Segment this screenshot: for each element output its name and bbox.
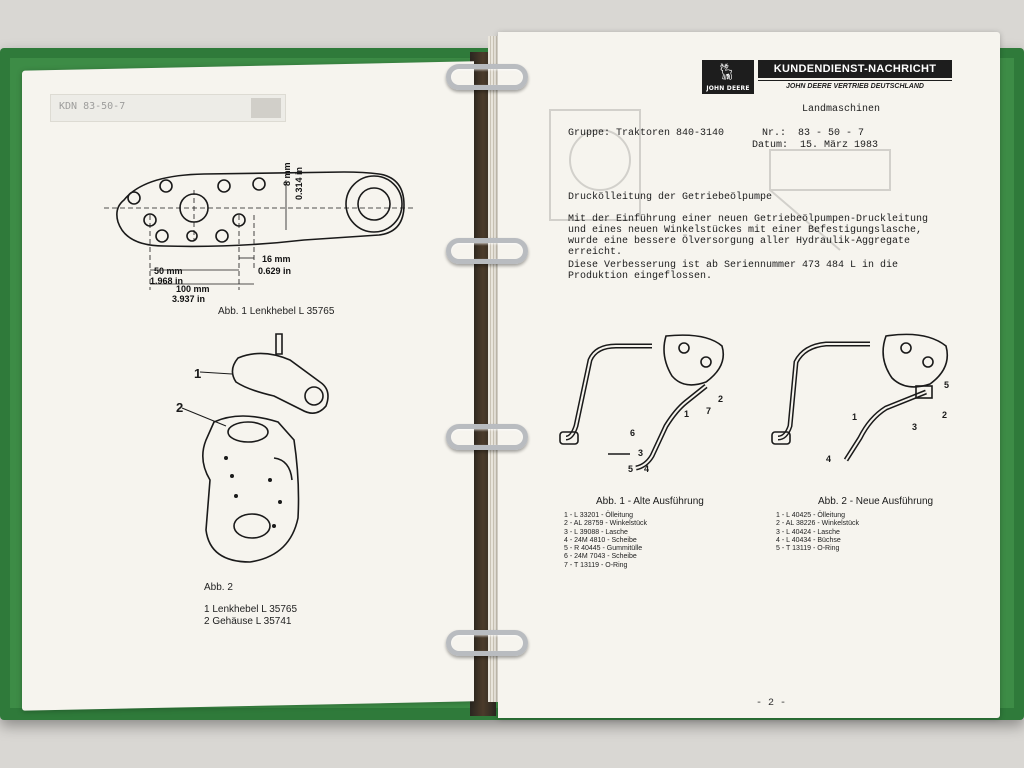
dim-50mm: 50 mm (154, 266, 183, 276)
fig1-caption-right: Abb. 1 - Alte Ausführung (596, 496, 704, 507)
binder-ring-icon (446, 238, 528, 264)
fig2-callout: 1 (852, 412, 858, 422)
fig1-callout: 4 (644, 464, 650, 474)
left-page-header: KDN 83-50-7 (50, 94, 286, 122)
dim-16mm-in: 0.629 in (258, 266, 292, 276)
paragraph-1: Mit der Einführung einer neuen Getriebeö… (568, 214, 929, 258)
binder-ring-icon (446, 630, 528, 656)
category: Landmaschinen (802, 104, 881, 115)
parts-line: 2 - AL 38226 - Winkelstück (776, 520, 860, 528)
binder-ring-icon (446, 64, 528, 90)
dim-16mm: 16 mm (262, 254, 291, 264)
bulletin-title: KUNDENDIENST-NACHRICHT (758, 60, 952, 78)
bleed-through-drawing (549, 109, 891, 251)
parts-line: 5 - T 13119 - O-Ring (776, 545, 840, 553)
parts-line: 3 - L 40424 - Lasche (776, 528, 840, 536)
fig2-callout: 2 (942, 410, 948, 420)
legend-line: 2 Gehäuse L 35741 (204, 616, 292, 627)
dim-50mm-in: 1.968 in (150, 276, 184, 286)
callout-1: 1 (194, 366, 202, 381)
fig2-label: Abb. 2 (204, 582, 233, 593)
faded-logo-icon (251, 98, 281, 118)
fig1-callouts: 1 2 3 4 5 6 7 (556, 326, 736, 476)
binder-ring-icon (446, 424, 528, 450)
parts-line: 2 - AL 28759 - Winkelstück (564, 520, 648, 528)
deer-icon: 🦌︎ (716, 62, 737, 81)
right-page (498, 32, 1000, 718)
fig2-callout: 4 (826, 454, 832, 464)
fig2-legend: 1 Lenkhebel L 35765 2 Gehäuse L 35741 (204, 604, 297, 628)
fig1-parts-list: 1 - L 33201 - Ölleitung 2 - AL 28759 - W… (564, 512, 647, 570)
group: Gruppe: Traktoren 840-3140 (568, 128, 725, 139)
john-deere-logo: 🦌︎ JOHN DEERE (702, 60, 754, 94)
parts-line: 1 - L 33201 - Ölleitung (564, 512, 634, 519)
parts-line: 5 - R 40445 - Gummitülle (564, 545, 643, 553)
bulletin-number: Nr.: 83 - 50 - 7 (762, 128, 865, 139)
logo-brand: JOHN DEERE (706, 85, 750, 92)
new-pipe-drawing (771, 333, 949, 462)
parts-line: 4 - 24M 4810 - Scheibe (564, 536, 637, 544)
dim-100mm-in: 3.937 in (172, 294, 206, 304)
parts-line: 7 - T 13119 - O-Ring (564, 561, 628, 569)
fig1-callout: 3 (638, 448, 644, 458)
bulletin-subtitle: JOHN DEERE VERTRIEB DEUTSCHLAND (758, 80, 952, 92)
old-pipe-drawing (559, 334, 725, 471)
dim-8mm-in: 0.314 in (294, 166, 304, 200)
legend-line: 1 Lenkhebel L 35765 (204, 604, 298, 615)
fig1-callout: 6 (630, 428, 636, 438)
section-heading: Druckölleitung der Getriebeölpumpe (568, 192, 773, 203)
fig2-callouts: 1 2 3 4 5 (766, 326, 966, 476)
paragraph-2: Diese Verbesserung ist ab Seriennummer 4… (568, 260, 899, 282)
parts-line: 6 - 24M 7043 - Scheibe (564, 553, 637, 561)
fig1-callout: 7 (706, 406, 712, 416)
fig2-caption-right: Abb. 2 - Neue Ausführung (818, 496, 934, 507)
dim-8mm: 8 mm (282, 162, 292, 186)
fig1-callout: 2 (718, 394, 724, 404)
fig1-callout: 5 (628, 464, 634, 474)
fig2-callout: 5 (944, 380, 950, 390)
parts-line: 4 - L 40434 - Büchse (776, 536, 841, 544)
bulletin-date: Datum: 15. März 1983 (752, 140, 879, 151)
dim-100mm: 100 mm (176, 284, 210, 294)
fig2-callout: 3 (912, 422, 918, 432)
fig1-callout: 1 (684, 409, 690, 419)
header-code: KDN 83-50-7 (59, 101, 126, 112)
john-deere-banner: 🦌︎ JOHN DEERE KUNDENDIENST-NACHRICHT JOH… (702, 60, 952, 94)
callout-2: 2 (176, 400, 184, 415)
steering-assembly-drawing (181, 333, 329, 563)
fig1-caption: Abb. 1 Lenkhebel L 35765 (218, 306, 335, 317)
lenkhebel-drawing (104, 171, 414, 290)
page-number: - 2 - (756, 698, 787, 709)
fig2-parts-list: 1 - L 40425 - Ölleitung 2 - AL 38226 - W… (776, 512, 859, 553)
parts-line: 3 - L 39088 - Lasche (564, 528, 628, 536)
parts-line: 1 - L 40425 - Ölleitung (776, 512, 846, 519)
